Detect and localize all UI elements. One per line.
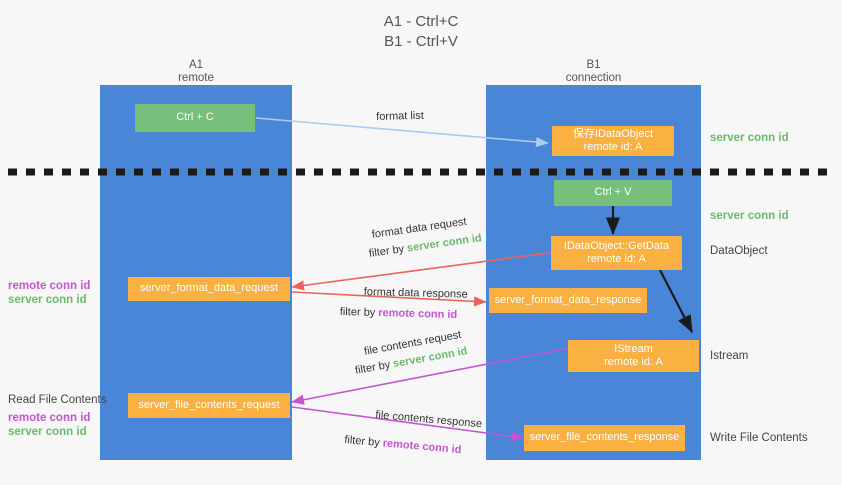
left-label-read-file-contents-group: Read File Contents remote conn id server… (8, 393, 106, 439)
title-line-2: B1 - Ctrl+V (384, 33, 458, 50)
box-server-format-data-response[interactable]: server_format_data_response (489, 288, 647, 313)
box-getdata-line2: remote id: A (587, 253, 646, 265)
box-save-idataobject-line2: remote id: A (583, 141, 643, 153)
box-ctrl-v-line1: Ctrl + V (594, 186, 632, 199)
box-server-format-data-response-label: server_format_data_response (494, 293, 642, 306)
filter-by-text: filter by (339, 305, 379, 320)
left-label-server-conn-id-lower: server conn id (8, 426, 87, 438)
box-save-idataobject-line1: 保存IDataObject (572, 127, 654, 140)
arrow-file-contents-response (291, 406, 525, 442)
right-label-istream: Istream (710, 350, 749, 362)
box-getdata-line1: IDataObject::GetData (563, 239, 670, 252)
box-server-file-contents-request-label: server_file_contents_request (138, 398, 280, 411)
left-label-remote-conn-id-upper: remote conn id (8, 280, 91, 292)
box-idataobject-getdata[interactable]: IDataObject::GetData remote id: A (551, 236, 682, 270)
arrow-format-data-response (291, 291, 487, 307)
lane-b1-name: B1 (586, 59, 601, 71)
filter-by-text: filter by (343, 433, 384, 450)
box-istream[interactable]: IStream remote id: A (568, 340, 699, 372)
edge-label-format-data-response-line1: format data response (363, 285, 468, 301)
left-label-conn-ids-upper: remote conn id server conn id (8, 279, 90, 307)
arrow-format-list (255, 117, 549, 148)
lane-header-a1: A1 remote (100, 59, 292, 85)
title-line-1: A1 - Ctrl+C (383, 13, 459, 30)
arrow-file-contents-request (291, 347, 571, 405)
left-label-remote-conn-id-lower: remote conn id (8, 412, 91, 424)
left-label-server-conn-id-upper: server conn id (8, 294, 87, 306)
lane-b1-sub: connection (565, 72, 622, 84)
remote-conn-id-highlight: remote conn id (378, 307, 458, 322)
box-save-idataobject[interactable]: 保存IDataObject remote id: A (552, 126, 674, 156)
box-ctrl-c-line1: Ctrl + C (176, 111, 214, 124)
box-istream-line1: IStream (614, 342, 653, 355)
right-label-write-file-contents: Write File Contents (710, 432, 808, 444)
box-server-file-contents-response-label: server_file_contents_response (529, 431, 680, 444)
right-label-dataobject: DataObject (710, 245, 768, 257)
right-label-server-conn-id-mid: server conn id (710, 210, 789, 222)
box-ctrl-c[interactable]: Ctrl + C (135, 104, 255, 132)
right-label-server-conn-id-top: server conn id (710, 132, 789, 144)
edge-label-format-list: format list (376, 109, 425, 123)
arrow-format-data-request (291, 251, 557, 291)
lane-a1-sub: remote (178, 72, 214, 84)
box-istream-line2: remote id: A (604, 356, 663, 368)
left-label-read-file-contents: Read File Contents (8, 394, 107, 406)
lane-a1-name: A1 (188, 59, 204, 71)
box-server-file-contents-response[interactable]: server_file_contents_response (524, 425, 685, 451)
lane-header-b1: B1 connection (486, 59, 701, 85)
box-server-format-data-request[interactable]: server_format_data_request (128, 277, 290, 301)
page-title: A1 - Ctrl+C B1 - Ctrl+V (0, 12, 842, 52)
box-server-format-data-request-label: server_format_data_request (139, 282, 279, 295)
arrow-getdata-to-istream (659, 269, 693, 333)
box-server-file-contents-request[interactable]: server_file_contents_request (128, 393, 290, 418)
box-ctrl-v[interactable]: Ctrl + V (554, 180, 672, 206)
